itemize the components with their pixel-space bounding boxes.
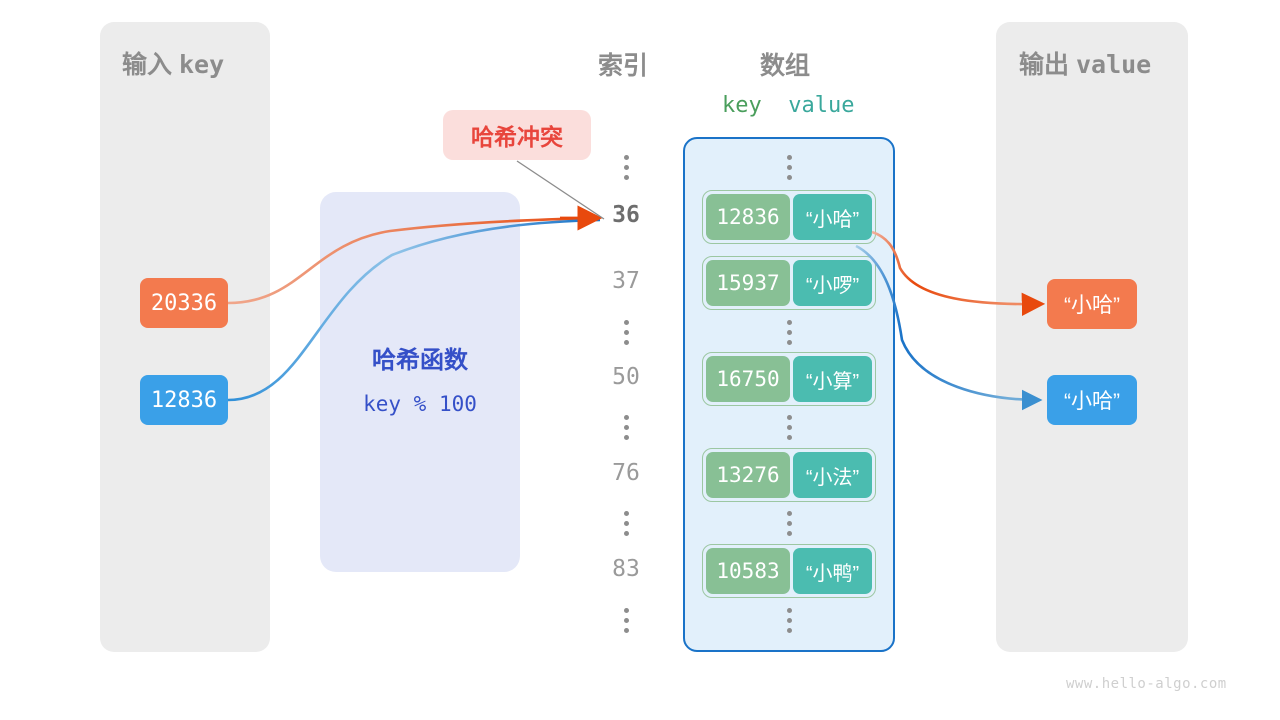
input-title-cn: 输入 [122,51,173,79]
bucket-cell: 10583“小鸭” [702,544,876,598]
value-heading-label: value [788,93,855,118]
hash-collision-badge: 哈希冲突 [443,110,591,160]
key-value-heading: key value [722,93,854,118]
output-title-cn: 输出 [1019,51,1070,79]
bucket-key: 16750 [706,356,790,402]
index-ellipsis [617,608,635,633]
input-panel [100,22,270,652]
index-label: 76 [612,460,640,486]
bucket-ellipsis [780,320,798,345]
hash-function-formula: key % 100 [363,392,477,416]
collision-leader-line [516,160,605,220]
index-ellipsis [617,320,635,345]
index-label: 37 [612,268,640,294]
bucket-value: “小啰” [793,260,872,306]
input-key-chip: 20336 [140,278,228,328]
bucket-ellipsis [780,511,798,536]
bucket-value: “小法” [793,452,872,498]
bucket-key: 10583 [706,548,790,594]
bucket-value: “小鸭” [793,548,872,594]
bucket-key: 13276 [706,452,790,498]
input-title-mono: key [178,50,225,79]
hash-function-box [320,192,520,572]
index-ellipsis [617,415,635,440]
bucket-ellipsis [780,415,798,440]
index-label: 50 [612,364,640,390]
output-value-chip: “小哈” [1047,375,1137,425]
input-panel-title: 输入 key [122,45,224,81]
input-key-chip: 12836 [140,375,228,425]
bucket-cell: 13276“小法” [702,448,876,502]
bucket-cell: 15937“小啰” [702,256,876,310]
output-value-chip: “小哈” [1047,279,1137,329]
watermark: www.hello-algo.com [1066,676,1227,692]
index-label: 83 [612,556,640,582]
bucket-ellipsis [780,608,798,633]
array-column-heading: 数组 [760,52,811,80]
bucket-key: 15937 [706,260,790,306]
index-ellipsis [617,511,635,536]
bucket-cell: 12836“小哈” [702,190,876,244]
output-title-mono: value [1075,50,1152,79]
bucket-value: “小算” [793,356,872,402]
index-column-heading: 索引 [598,52,649,80]
bucket-ellipsis [780,155,798,180]
index-label: 36 [612,202,640,228]
key-heading-label: key [722,93,762,118]
bucket-key: 12836 [706,194,790,240]
bucket-cell: 16750“小算” [702,352,876,406]
output-panel [996,22,1188,652]
output-panel-title: 输出 value [1019,45,1151,81]
index-ellipsis [617,155,635,180]
bucket-value: “小哈” [793,194,872,240]
hash-function-title: 哈希函数 [372,347,468,374]
